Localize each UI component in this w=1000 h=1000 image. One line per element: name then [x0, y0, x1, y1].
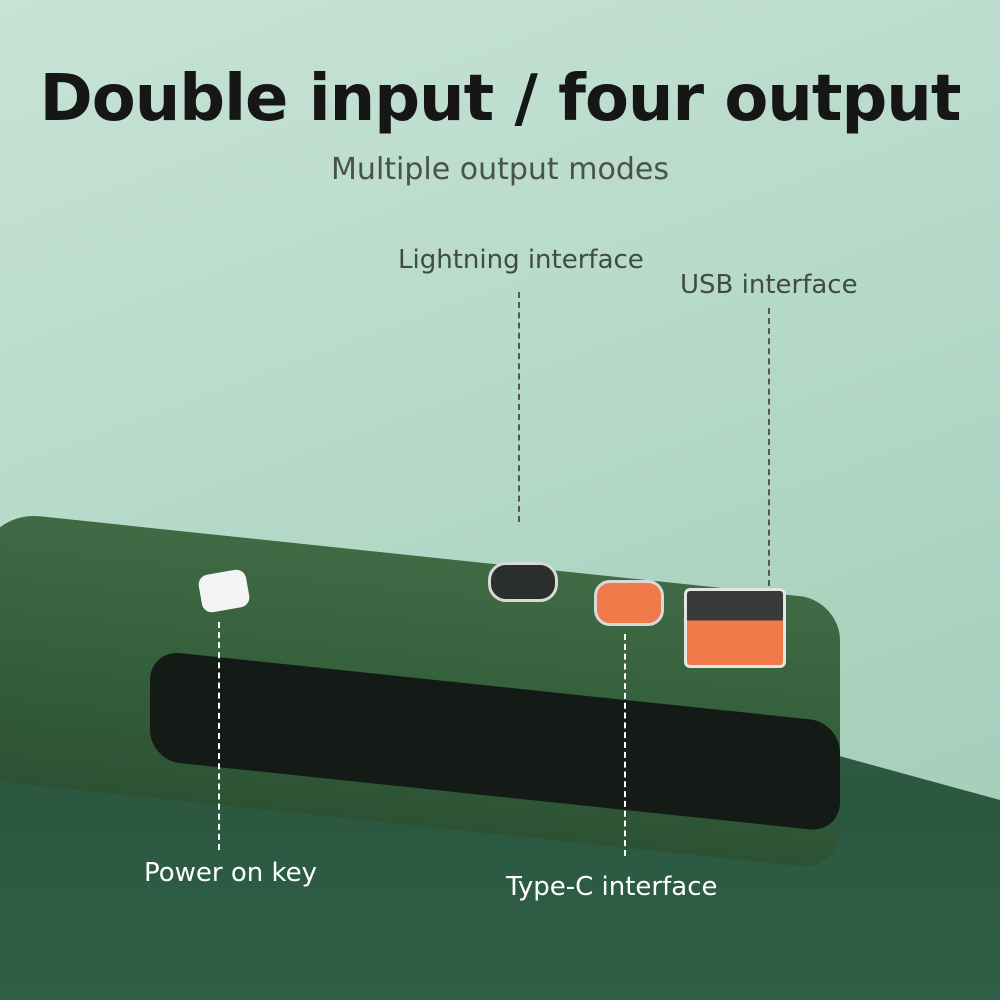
lightning-label: Lightning interface — [398, 245, 644, 275]
power-leader-line — [218, 622, 220, 850]
power-label: Power on key — [144, 858, 318, 888]
usb-leader-line — [768, 308, 770, 586]
usb-port — [684, 588, 786, 668]
type-c-port — [594, 580, 664, 626]
typec-leader-line — [624, 634, 626, 856]
lightning-leader-line — [518, 292, 520, 522]
lightning-port — [488, 562, 558, 602]
usb-label: USB interface — [680, 270, 858, 300]
page-subtitle: Multiple output modes — [331, 152, 669, 187]
page-title: Double input / four output — [39, 62, 962, 136]
typec-label: Type-C interface — [506, 872, 718, 902]
